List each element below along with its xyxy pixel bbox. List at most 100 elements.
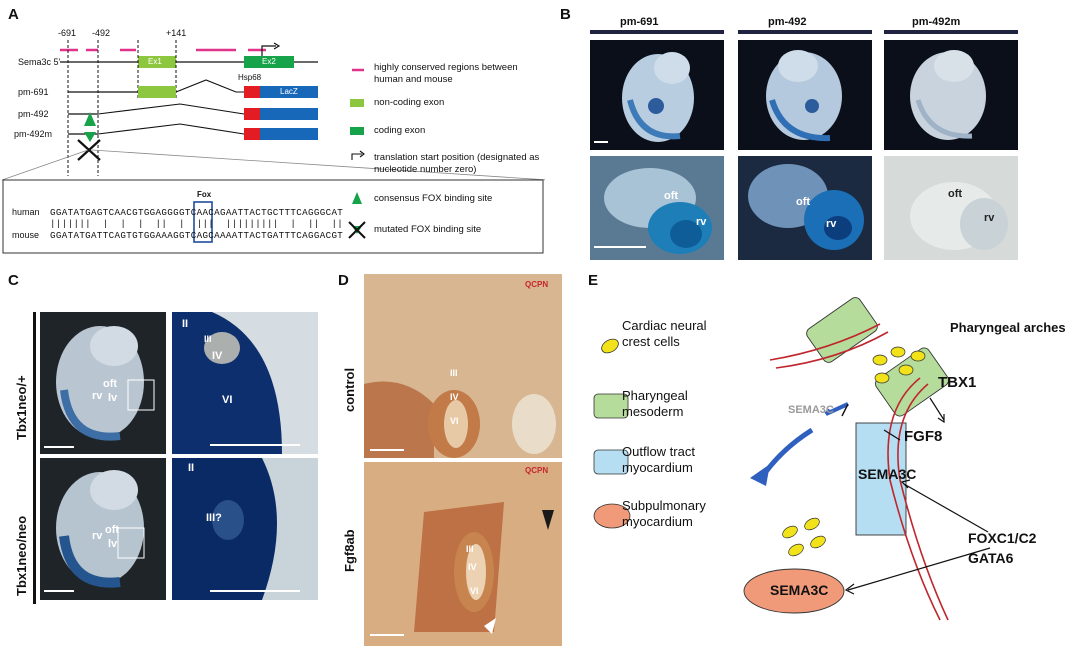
qcpn-label: QCPN: [525, 466, 549, 475]
arch-iii-label: III: [204, 334, 212, 344]
tbx1-neo-plus-label: Tbx1neo/+: [14, 375, 29, 440]
legend-neural-crest: Cardiac neural crest cells: [622, 318, 707, 349]
arch-iii-label: III: [450, 368, 458, 378]
fox-box: [193, 201, 213, 243]
ex1-box: [138, 56, 176, 68]
panel-e-label: E: [588, 272, 599, 289]
row-sema3c: Sema3c 5': [18, 57, 61, 67]
embryo-photo-tbx1-null: [40, 458, 166, 600]
arch-vi-label: VI: [450, 416, 459, 426]
col-bar: [738, 30, 872, 34]
panel-a-label: A: [8, 6, 19, 23]
hsp68-label: Hsp68: [238, 73, 262, 82]
panel-e-model-diagram: [593, 297, 991, 621]
sema3c-oft-label: SEMA3C: [858, 466, 917, 482]
col-pm691: pm-691: [620, 16, 659, 28]
panel-c-label: C: [8, 272, 19, 289]
tbx1-neo-neo-label: Tbx1neo/neo: [14, 515, 29, 596]
divider: [33, 312, 36, 604]
arch-vi-label: VI: [470, 586, 479, 596]
gata6-label: GATA6: [968, 550, 1014, 566]
legend-translation-start: translation start position (designated a…: [374, 152, 540, 175]
fox-site-triangle: [84, 112, 96, 126]
row-pm492m: pm-492m: [14, 129, 53, 139]
fgf8ab-label: Fgf8ab: [342, 529, 357, 572]
pos-plus-141: +141: [166, 28, 187, 38]
closeup-photo-pm492m: [884, 156, 1018, 260]
scale-bar: [210, 590, 300, 592]
col-pm492: pm-492: [768, 16, 807, 28]
legend-noncoding-exon: non-coding exon: [374, 97, 445, 108]
oft-label: oft: [796, 196, 811, 208]
arch-ii-label: II: [188, 462, 195, 474]
arch-iv-label: IV: [450, 392, 459, 402]
scale-bar: [44, 446, 74, 448]
embryo-photo-pm492: [738, 40, 872, 150]
legend-coding-exon: coding exon: [374, 125, 426, 136]
photo-fgf8ab: [364, 462, 562, 646]
row-pm691: pm-691: [18, 87, 49, 97]
control-label: control: [342, 367, 357, 412]
legend-subpulmonary: Subpulmonary myocardium: [622, 498, 706, 529]
arch-vi-label: VI: [222, 394, 233, 406]
lacz-label: LacZ: [280, 87, 298, 96]
ex1-label: Ex1: [148, 57, 162, 66]
lv-label: lv: [108, 538, 118, 550]
foxc-label: FOXC1/C2: [968, 530, 1037, 546]
arch-iii-label: III: [466, 544, 474, 554]
col-pm492m: pm-492m: [912, 16, 961, 28]
scale-bar: [594, 141, 608, 143]
rv-label: rv: [92, 390, 103, 402]
pharyngeal-arches-label: Pharyngeal arches: [950, 320, 1066, 335]
closeup-photo-tbx1-null: [172, 458, 318, 600]
scale-bar: [210, 444, 300, 446]
sema3c-subpulmonary-label: SEMA3C: [770, 582, 829, 598]
fox-label: Fox: [197, 190, 212, 199]
mouse-label: mouse: [12, 230, 40, 240]
rv-label: rv: [92, 530, 103, 542]
scale-bar: [44, 590, 74, 592]
arch-ii-label: II: [182, 318, 189, 330]
tbx1-label: TBX1: [938, 374, 977, 391]
closeup-photo-pm691: [590, 156, 724, 260]
fgf8-label: FGF8: [904, 428, 943, 445]
scale-bar: [370, 634, 404, 636]
pos-minus-691: -691: [58, 28, 77, 38]
legend-fox-site: consensus FOX binding site: [374, 193, 493, 204]
arch-iv-label: IV: [468, 562, 477, 572]
embryo-photo-pm492m: [884, 40, 1018, 150]
arch-iii-question-label: III?: [206, 512, 222, 524]
col-bar: [884, 30, 1018, 34]
ex2-label: Ex2: [262, 57, 276, 66]
panel-a-gene-diagram: [1, 40, 545, 254]
legend-conserved: highly conserved regions between human a…: [374, 62, 518, 85]
oft-label: oft: [105, 524, 120, 536]
arch-iv-label: IV: [212, 350, 223, 362]
human-label: human: [12, 207, 40, 217]
closeup-photo-pm492: [738, 156, 872, 260]
scale-bar: [370, 449, 404, 451]
legend-oft-myocardium: Outflow tract myocardium: [622, 444, 695, 475]
mouse-sequence: GGATATGATTCAGTGTGGAAAGGTCAGCAAAATTACTGAT…: [50, 230, 344, 241]
human-sequence: GGATATGAGTCAACGTGGAGGGGTCAACAGAATTACTGCT…: [50, 207, 344, 218]
embryo-photo-pm691: [590, 40, 724, 150]
sema3c-grey-label: SEMA3C: [788, 404, 834, 416]
photo-control: [364, 274, 562, 458]
rv-label: rv: [984, 212, 995, 224]
qcpn-label: QCPN: [525, 280, 549, 289]
match-line: ||||||| | | | || | ||| ||||||||| | || ||: [50, 218, 344, 229]
oft-label: oft: [948, 188, 963, 200]
ex2-box: [244, 56, 294, 68]
scale-bar: [594, 246, 646, 248]
legend-mutated-fox: mutated FOX binding site: [374, 224, 482, 235]
pos-minus-492: -492: [92, 28, 111, 38]
rv-label: rv: [696, 216, 707, 228]
embryo-photo-tbx1-het: [40, 312, 166, 454]
panel-b-label: B: [560, 6, 571, 23]
col-bar: [590, 30, 724, 34]
oft-label: oft: [103, 378, 118, 390]
lv-label: lv: [108, 392, 118, 404]
closeup-photo-tbx1-het: [172, 312, 318, 454]
row-pm492: pm-492: [18, 109, 49, 119]
panel-d-label: D: [338, 272, 349, 289]
